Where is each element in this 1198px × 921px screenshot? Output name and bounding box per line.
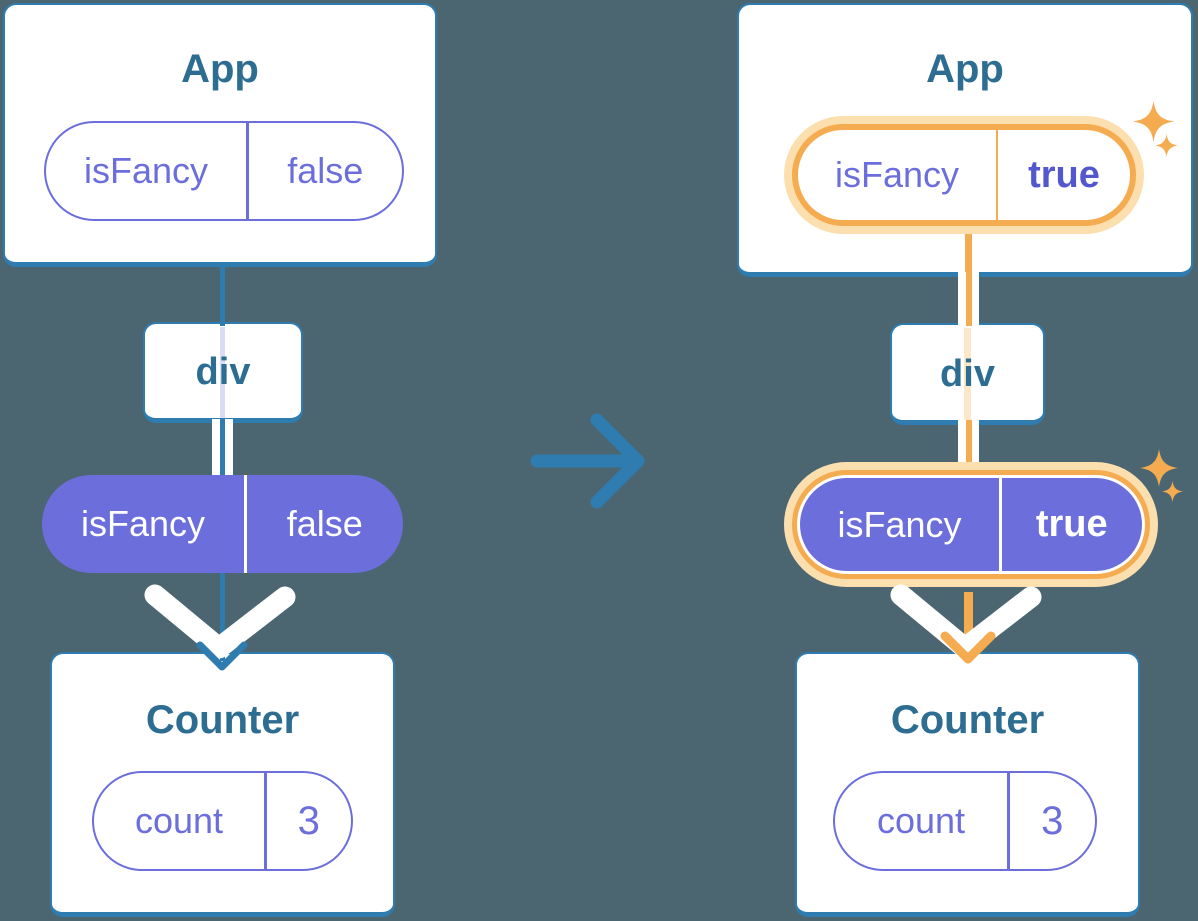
highlight-edge-pill-counter — [964, 592, 973, 652]
pill-divider — [246, 123, 249, 219]
passed-prop-pill: isFancy false — [42, 475, 403, 573]
counter-title: Counter — [145, 698, 300, 742]
state-pill: count 3 — [92, 771, 353, 871]
prop-pill-key: isFancy — [80, 503, 206, 544]
highlight-edge-in-app — [965, 228, 972, 274]
pill-divider — [1007, 773, 1010, 869]
prop-pill-value: true — [1028, 153, 1100, 196]
transition-arrow-icon — [530, 413, 645, 509]
state-pill-value: 3 — [297, 798, 320, 843]
highlight-edge-div-pill — [958, 420, 979, 470]
pill-divider — [999, 478, 1002, 571]
prop-pill-key: isFancy — [834, 154, 960, 195]
tree-edge-div-pill — [212, 419, 233, 477]
div-label: div — [940, 352, 995, 395]
prop-pill-value: false — [286, 503, 363, 544]
faded-edge — [964, 328, 971, 420]
highlight-edge-core — [965, 420, 972, 470]
counter-title: Counter — [890, 698, 1045, 742]
prop-pill-highlighted: isFancy true — [792, 124, 1136, 226]
sparkle-icon — [1155, 134, 1178, 157]
state-pill-key: count — [134, 800, 224, 841]
prop-pill-key: isFancy — [837, 503, 962, 545]
prop-pill: isFancy false — [44, 121, 404, 221]
passed-prop-pill-highlighted: isFancy true — [800, 478, 1142, 571]
state-pill-key: count — [876, 800, 966, 841]
prop-pill-value: false — [287, 150, 364, 191]
state-pill-value: 3 — [1041, 798, 1064, 843]
tree-edge-pill-counter — [220, 571, 225, 661]
div-label: div — [195, 351, 251, 393]
prop-pill-key: isFancy — [83, 150, 209, 191]
pill-divider — [264, 773, 267, 869]
highlight-edge-app-div — [958, 272, 979, 326]
prop-pill-value: true — [1035, 503, 1108, 545]
sparkle-icon — [1140, 449, 1178, 487]
pill-divider — [996, 130, 998, 220]
sparkle-icon — [1133, 101, 1174, 142]
state-pill: count 3 — [833, 771, 1097, 871]
highlight-edge-core — [965, 272, 972, 326]
sparkle-icon — [1162, 481, 1183, 502]
app-title: App — [926, 47, 1004, 91]
tree-edge-core — [220, 419, 225, 477]
tree-edge-app-div — [220, 262, 225, 326]
pill-divider — [244, 475, 247, 573]
faded-edge — [220, 327, 225, 418]
app-title: App — [181, 47, 259, 91]
